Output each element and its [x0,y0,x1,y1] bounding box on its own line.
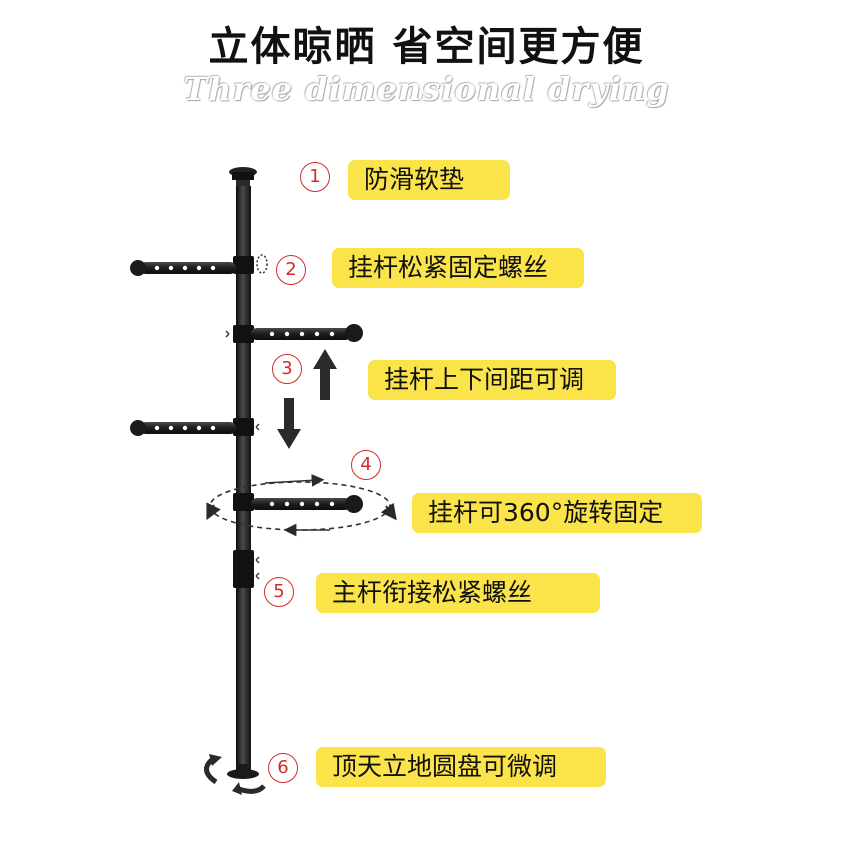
feature-number-4: 4 [351,450,381,480]
down-arrow-icon [277,398,301,449]
rotation-arrow-right [380,502,397,521]
hanging-arm-3 [130,420,236,436]
feature-label-6: 顶天立地圆盘可微调 [316,747,606,787]
page-subtitle: Three dimensional drying [183,70,670,108]
feature-label-5: 主杆衔接松紧螺丝 [316,573,600,613]
feature-number-3: 3 [272,354,302,384]
feature-label-4: 挂杆可360°旋转固定 [412,493,702,533]
hanging-arm-4 [206,473,397,537]
feature-number-2: 2 [276,255,306,285]
bottom-rotate-arrow-right [238,784,266,794]
hanging-arm-2 [251,324,363,342]
feature-label-1: 防滑软垫 [348,160,510,200]
feature-number-6: 6 [268,753,298,783]
feature-number-1: 1 [300,162,330,192]
feature-label-2: 挂杆松紧固定螺丝 [332,248,584,288]
up-arrow-icon [313,349,337,400]
bottom-adjustable-disc [204,754,266,795]
pole-collars [233,256,254,588]
page-title: 立体晾晒 省空间更方便 [208,24,645,70]
feature-label-3: 挂杆上下间距可调 [368,360,616,400]
collar-screw-marks [225,330,260,580]
top-anti-slip-pad [229,167,257,186]
hanging-arm-1 [130,254,268,276]
feature-number-5: 5 [264,577,294,607]
rotation-arrow-left [206,502,221,521]
rotation-arrow-top [264,473,325,487]
